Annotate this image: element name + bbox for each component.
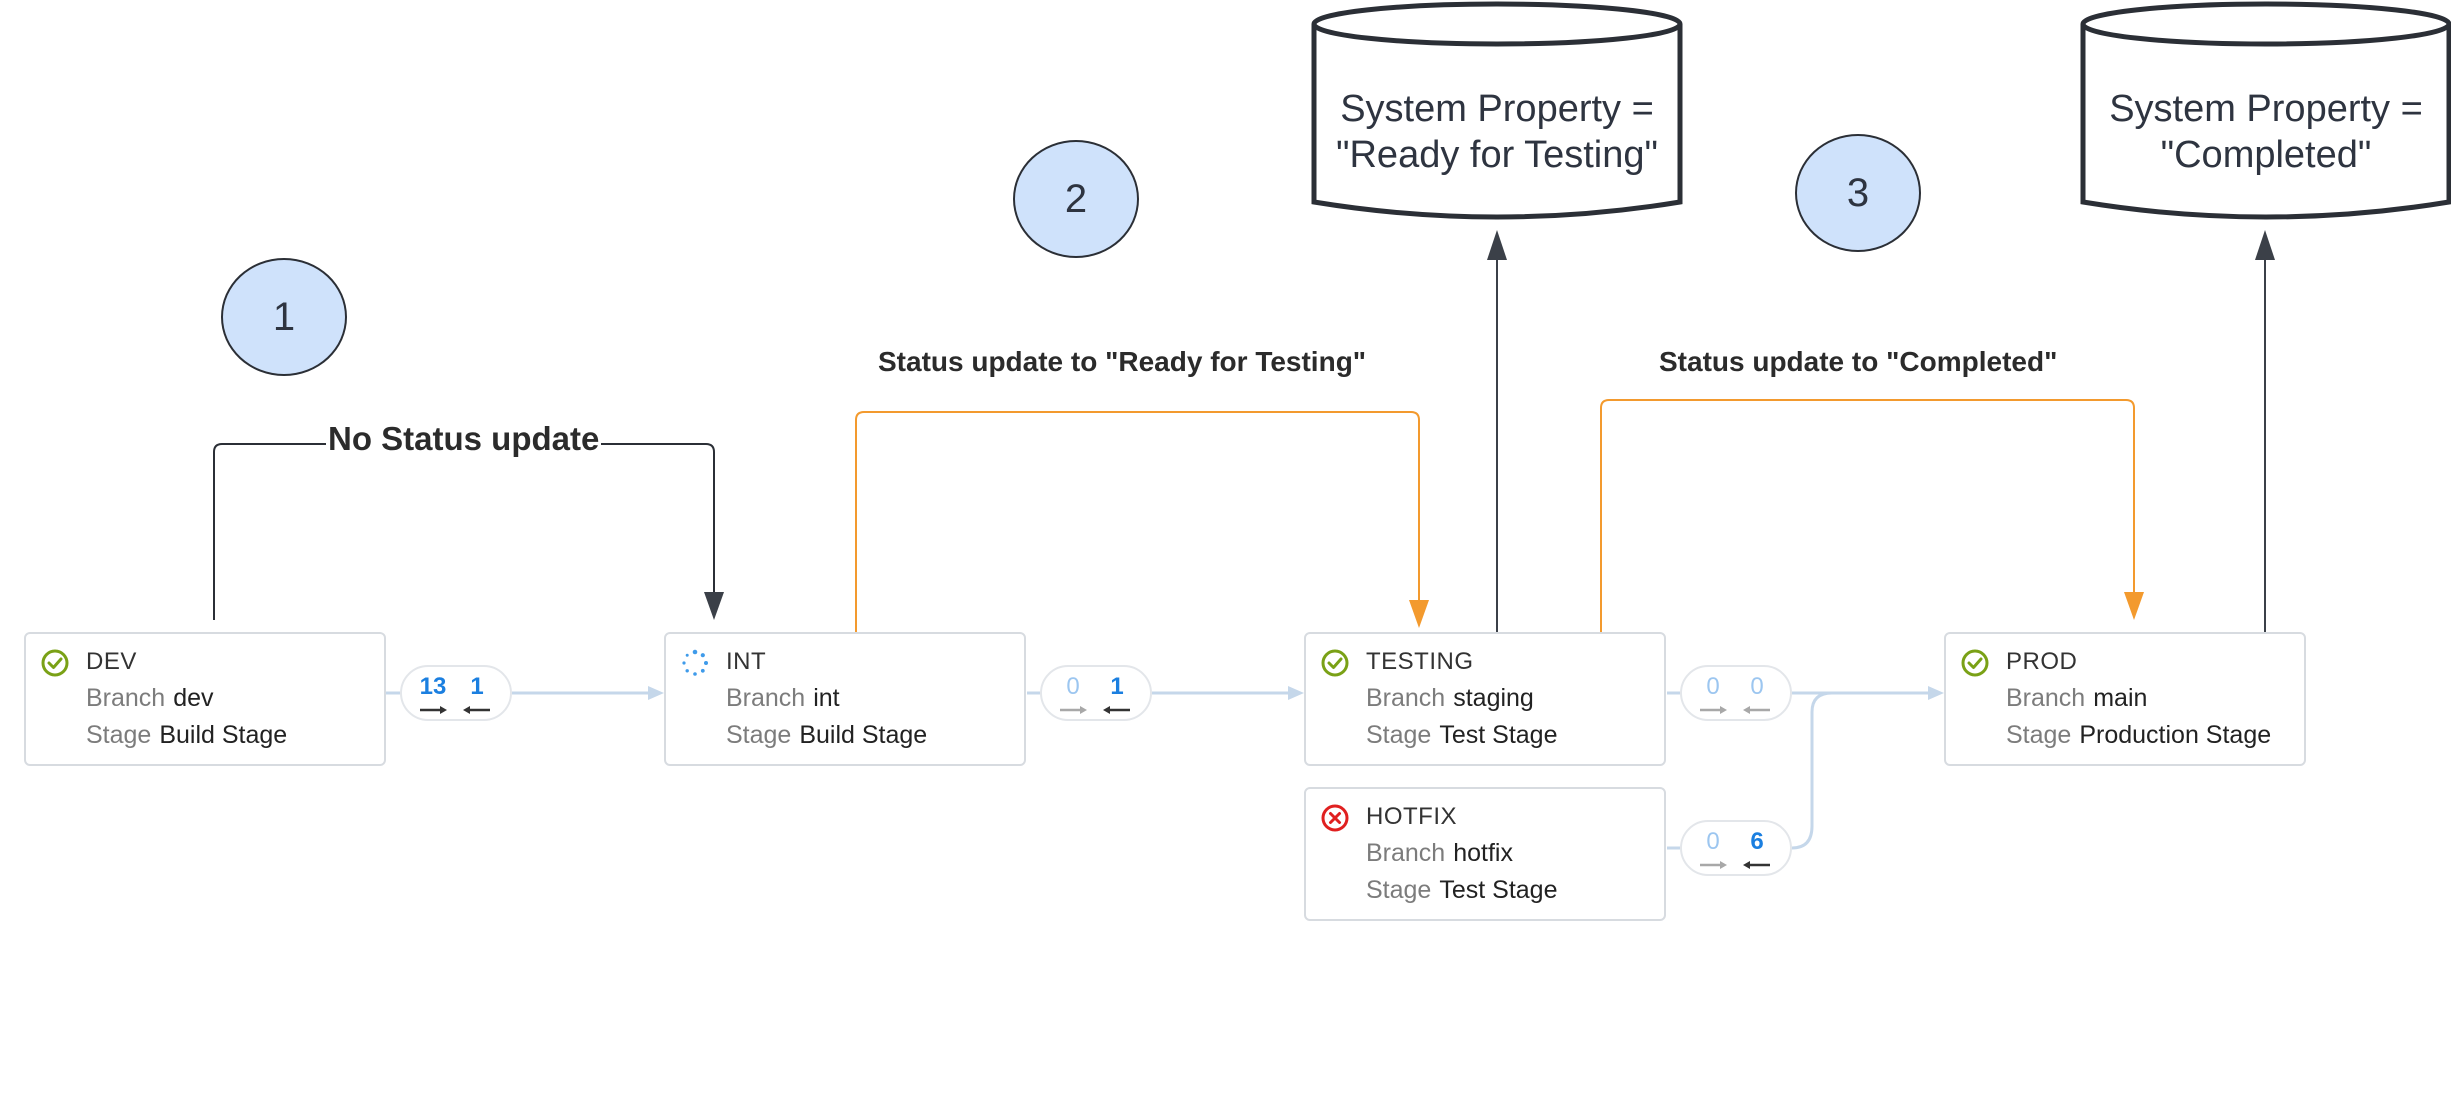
database-completed xyxy=(2080,1,2451,220)
branch-value: hotfix xyxy=(1453,839,1513,867)
ready-connector xyxy=(855,411,1420,632)
stage-key: Stage xyxy=(2006,721,2072,749)
behind-count: 1 xyxy=(470,673,484,700)
pipeline-flow-lines xyxy=(386,691,1928,850)
stage-key: Stage xyxy=(1366,721,1432,749)
success-check-icon xyxy=(1321,649,1349,677)
env-name: HOTFIX xyxy=(1366,803,1457,830)
commit-pill-dev-int[interactable]: 13 1 xyxy=(400,665,512,721)
arrow-left-icon xyxy=(1743,706,1770,714)
branch-key: Branch xyxy=(726,684,806,712)
arrow-right-icon xyxy=(1700,706,1727,714)
database-completed-line1: System Property = xyxy=(2109,88,2423,130)
stage-key: Stage xyxy=(726,721,792,749)
commit-pill-testing-prod[interactable]: 0 0 xyxy=(1680,665,1792,721)
env-name: PROD xyxy=(2006,648,2078,675)
no-update-connector xyxy=(213,443,715,620)
pipeline-arrowheads xyxy=(648,686,1944,700)
ahead-count: 13 xyxy=(419,673,447,700)
behind-count: 0 xyxy=(1750,673,1764,700)
stage-key: Stage xyxy=(86,721,152,749)
arrow-left-icon xyxy=(1743,861,1770,869)
commit-pill-int-testing[interactable]: 0 1 xyxy=(1040,665,1152,721)
stage-value: Build Stage xyxy=(799,721,928,749)
database-ready-label: System Property = "Ready for Testing" xyxy=(1316,86,1678,178)
stage-value: Build Stage xyxy=(159,721,288,749)
success-check-icon xyxy=(1961,649,1989,677)
branch-row: Branch int xyxy=(726,684,840,713)
completed-update-label: Status update to "Completed" xyxy=(1659,346,2058,377)
env-name: TESTING xyxy=(1366,648,1474,675)
database-completed-label: System Property = "Completed" xyxy=(2085,86,2447,178)
branch-value: int xyxy=(813,684,840,712)
success-check-icon xyxy=(41,649,69,677)
branch-key: Branch xyxy=(1366,839,1446,867)
completed-connector xyxy=(1600,399,2135,632)
step-2-circle: 2 xyxy=(1013,140,1139,258)
behind-count: 1 xyxy=(1110,673,1124,700)
database-completed-line2: "Completed" xyxy=(2160,134,2372,176)
database-ready-line1: System Property = xyxy=(1340,88,1654,130)
branch-key: Branch xyxy=(2006,684,2086,712)
stage-key: Stage xyxy=(1366,876,1432,904)
behind-count: 6 xyxy=(1750,828,1764,855)
no-update-label: No Status update xyxy=(326,420,602,458)
database-ready-line2: "Ready for Testing" xyxy=(1336,134,1658,176)
branch-key: Branch xyxy=(86,684,166,712)
arrow-left-icon xyxy=(1103,706,1130,714)
env-name: INT xyxy=(726,648,767,675)
ready-arrowhead xyxy=(1409,600,1429,628)
stage-value: Test Stage xyxy=(1439,721,1558,749)
branch-value: dev xyxy=(173,684,214,712)
no-update-arrowhead xyxy=(704,592,724,620)
ahead-count: 0 xyxy=(1706,828,1720,855)
commit-pill-hotfix-prod[interactable]: 0 6 xyxy=(1680,820,1792,876)
in-progress-spinner-icon xyxy=(682,649,708,676)
completed-arrowhead xyxy=(2124,592,2144,620)
testing-to-db-arrowhead xyxy=(1487,230,1507,260)
prod-to-db-arrowhead xyxy=(2255,230,2275,260)
stage-value: Production Stage xyxy=(2079,721,2272,749)
database-ready xyxy=(1311,1,1683,220)
branch-value: main xyxy=(2093,684,2148,712)
arrow-right-icon xyxy=(1060,706,1087,714)
step-1-circle: 1 xyxy=(221,258,347,376)
ready-update-label: Status update to "Ready for Testing" xyxy=(878,346,1367,377)
branch-value: staging xyxy=(1453,684,1534,712)
env-name: DEV xyxy=(86,648,137,675)
arrow-left-icon xyxy=(463,706,490,714)
ahead-count: 0 xyxy=(1066,673,1080,700)
stage-value: Test Stage xyxy=(1439,876,1558,904)
error-x-icon xyxy=(1321,804,1349,832)
arrow-right-icon xyxy=(1700,861,1727,869)
step-3-circle: 3 xyxy=(1795,134,1921,252)
branch-key: Branch xyxy=(1366,684,1446,712)
arrow-right-icon xyxy=(420,706,447,714)
ahead-count: 0 xyxy=(1706,673,1720,700)
